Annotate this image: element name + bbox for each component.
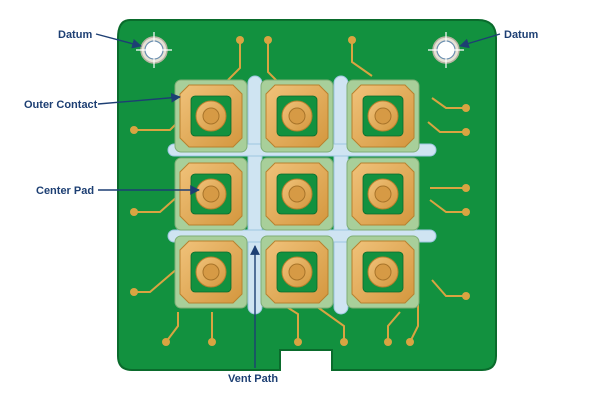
center-pad-core (374, 107, 392, 125)
label-datum-right: Datum (504, 29, 538, 41)
arrow-datum-right (459, 33, 501, 49)
callout-arrows (95, 33, 501, 368)
center-pad-core (202, 263, 220, 281)
center-pad-core (288, 263, 306, 281)
crosshair-hole-icon (136, 32, 172, 68)
label-outer-contact: Outer Contact (24, 99, 98, 111)
datum-hole-right (428, 32, 464, 68)
center-pad-core (288, 185, 306, 203)
label-vent-path: Vent Path (228, 373, 278, 385)
contact-pad (174, 79, 248, 153)
contact-pad (174, 157, 248, 231)
center-pad-core (374, 263, 392, 281)
arrow-outer-contact (97, 92, 181, 105)
trace-terminals (130, 36, 470, 346)
contact-pad (260, 157, 334, 231)
label-center-pad: Center Pad (36, 185, 94, 197)
contact-pad (260, 235, 334, 309)
center-pad-core (202, 107, 220, 125)
center-pad-core (202, 185, 220, 203)
contact-pad (174, 235, 248, 309)
label-datum-left: Datum (58, 29, 92, 41)
pad-grid (174, 79, 420, 309)
vent-channel-vertical-right (333, 75, 349, 315)
crosshair-hole-icon (428, 32, 464, 68)
datum-hole-left (136, 32, 172, 68)
contact-pad (346, 157, 420, 231)
center-pad-core (374, 185, 392, 203)
contact-pad (346, 235, 420, 309)
contact-pad (346, 79, 420, 153)
arrow-datum-left (95, 33, 142, 49)
contact-pad (260, 79, 334, 153)
center-pad-core (288, 107, 306, 125)
